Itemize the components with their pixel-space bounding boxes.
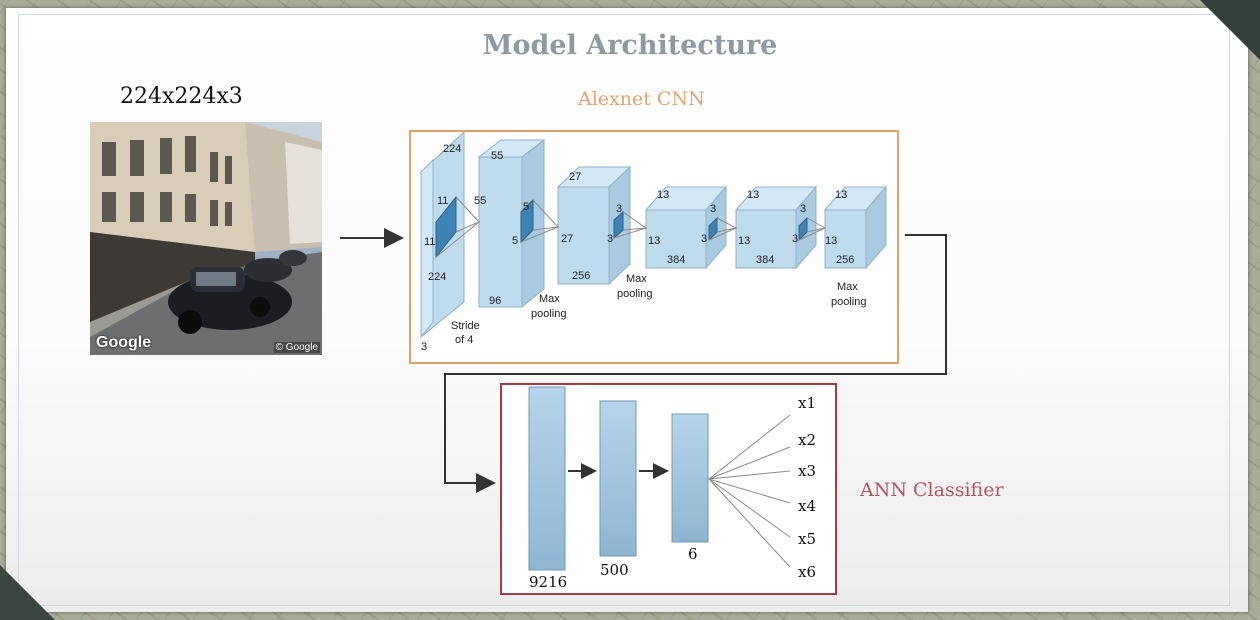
google-logo: Google [96, 334, 152, 351]
ann-output-label: x2 [798, 431, 816, 449]
ann-layer-2-size: 500 [600, 561, 629, 579]
cnn-layer-4-kernel-a: 3 [710, 203, 716, 215]
ann-output-label: x3 [798, 462, 816, 480]
input-dimensions-label: 224x224x3 [120, 84, 243, 109]
slide-border [18, 14, 1230, 606]
cnn-layer-4-kernel-b: 3 [701, 233, 707, 245]
cnn-layer-2-kernel-b: 5 [512, 235, 518, 247]
cnn-layer-1-depth: 3 [421, 341, 427, 353]
cnn-layer-2-block [478, 156, 523, 308]
cnn-layer-4-top: 13 [657, 189, 669, 201]
cnn-layer-5-depth: 384 [756, 254, 774, 266]
cnn-layer-1-kernel-b: 11 [424, 236, 435, 248]
ann-output-line [708, 478, 791, 538]
cnn-layer-2-side: 55 [474, 195, 486, 207]
cnn-layer-6-depth: 256 [836, 254, 854, 266]
photo-credit: © Google [273, 342, 320, 353]
cnn-stride-label: Stride [451, 320, 480, 332]
alexnet-label: Alexnet CNN [578, 88, 705, 110]
ann-layer-2-bar [599, 400, 637, 557]
ann-output-line [708, 470, 791, 480]
page-title: Model Architecture [482, 30, 778, 61]
ann-output-label: x4 [798, 497, 816, 515]
cnn-layer-3-top: 27 [569, 171, 581, 183]
ann-output-line [708, 414, 791, 480]
street-view-photo: Google © Google [90, 122, 322, 355]
cnn-layer-6-top: 13 [835, 189, 847, 201]
cnn-layer-3-depth: 256 [572, 270, 590, 282]
cnn-layer-5-kernel-a: 3 [800, 203, 806, 215]
cnn-layer-6-block [824, 209, 867, 269]
corner-decoration [1200, 0, 1260, 60]
cnn-layer-2-pool: Max [539, 293, 560, 305]
cnn-layer-4-depth: 384 [667, 254, 685, 266]
cnn-layer-2-top: 55 [491, 150, 503, 162]
ann-layer-1-size: 9216 [529, 573, 567, 591]
cnn-layer-6-side: 13 [825, 235, 837, 247]
ann-output-line [708, 478, 791, 504]
ann-layer-1-bar [528, 386, 566, 571]
ann-output-label: x6 [798, 563, 816, 581]
cnn-layer-4-side: 13 [648, 235, 660, 247]
ann-classifier-box: 9216 500 6 x1 x2 x3 x4 x5 x6 [500, 383, 837, 595]
cnn-layer-3-kernel-b: 3 [607, 233, 613, 245]
ann-output-label: x1 [798, 394, 816, 412]
cnn-layer-5-top: 13 [747, 189, 759, 201]
ann-output-label: x5 [798, 530, 816, 548]
ann-classifier-label: ANN Classifier [860, 479, 1004, 501]
cnn-layer-4-block [645, 209, 707, 269]
cnn-layer-6-pool-2: pooling [831, 296, 866, 308]
cnn-layer-3-pool-2: pooling [617, 288, 652, 300]
cnn-layer-5-block [735, 209, 797, 269]
cnn-layer-2-pool-2: pooling [531, 308, 566, 320]
corner-decoration [0, 565, 55, 620]
ann-output-line [708, 478, 791, 568]
alexnet-box: 224 11 11 224 3 Stride of 4 55 55 5 5 96… [409, 130, 899, 364]
cnn-layer-6-pool: Max [837, 281, 858, 293]
ann-layer-3-size: 6 [688, 545, 698, 563]
cnn-layer-5-side: 13 [738, 235, 750, 247]
cnn-layer-3-pool: Max [626, 273, 647, 285]
cnn-layer-1-kernel-a: 11 [437, 195, 448, 207]
cnn-layer-2-depth: 96 [489, 295, 501, 307]
cnn-layer-1-side: 224 [428, 271, 446, 283]
cnn-layer-2-kernel-a: 5 [523, 201, 529, 213]
ann-output-line [708, 446, 791, 480]
cnn-layer-1-top: 224 [443, 143, 461, 155]
cnn-layer-3-kernel-a: 3 [616, 203, 622, 215]
cnn-to-ann-connector [444, 234, 947, 493]
cnn-layer-3-block [557, 186, 610, 285]
ann-layer-3-bar [671, 413, 709, 543]
cnn-stride-label-2: of 4 [455, 334, 473, 346]
cnn-layer-3-side: 27 [561, 233, 573, 245]
cnn-layer-5-kernel-b: 3 [792, 233, 798, 245]
